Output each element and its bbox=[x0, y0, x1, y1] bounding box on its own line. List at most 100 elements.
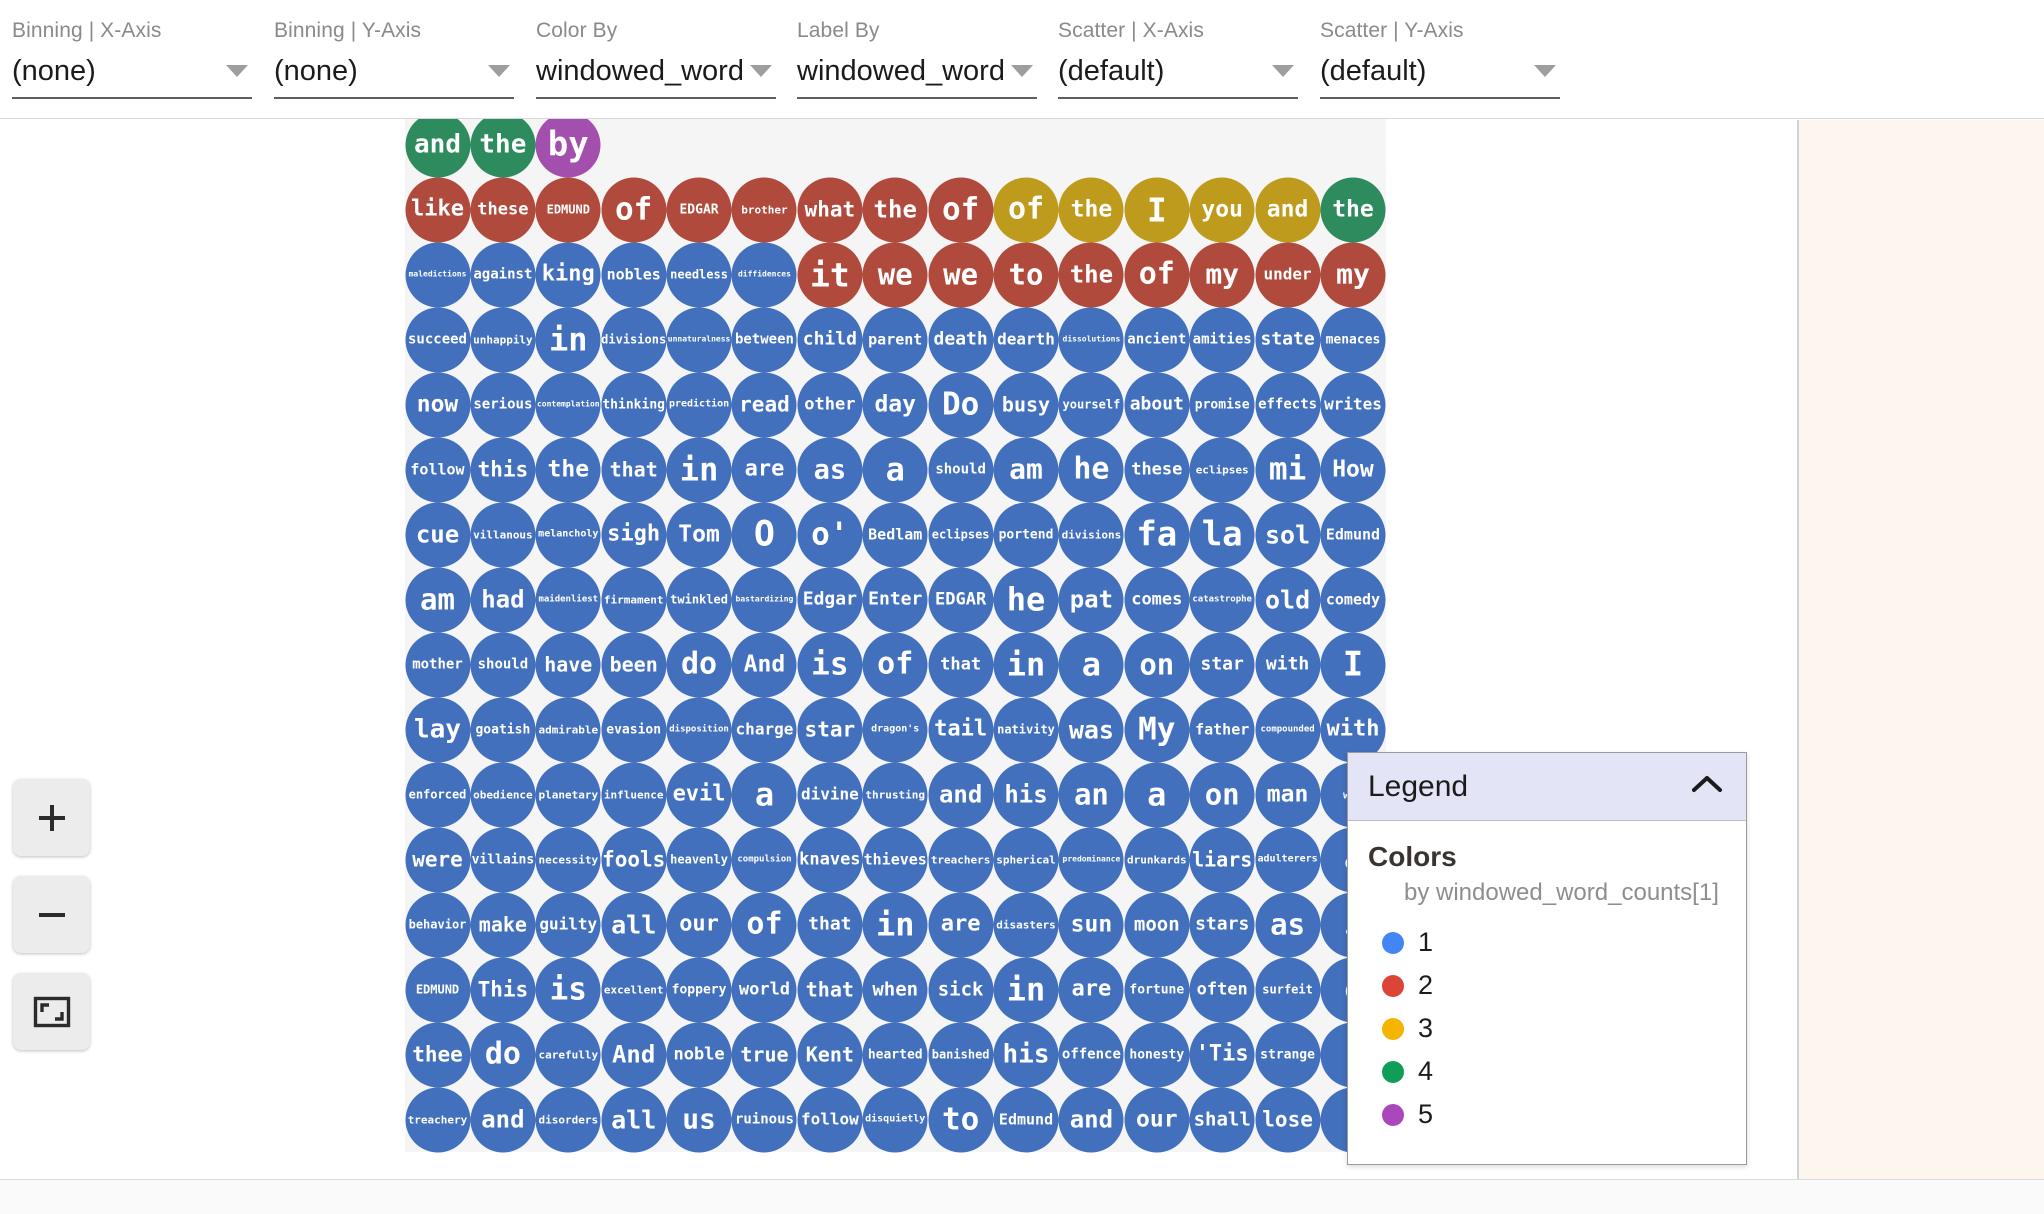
word-bubble[interactable]: enforced bbox=[405, 762, 470, 827]
word-bubble[interactable]: evasion bbox=[601, 697, 667, 762]
word-bubble[interactable]: contemplation bbox=[535, 372, 601, 437]
word-bubble[interactable]: villains bbox=[470, 827, 536, 892]
word-bubble[interactable]: fools bbox=[601, 827, 667, 892]
word-bubble[interactable]: and bbox=[405, 119, 470, 177]
binning-y-axis-control[interactable]: (none) bbox=[274, 49, 514, 99]
word-bubble[interactable]: ruinous bbox=[731, 1087, 797, 1152]
word-bubble[interactable]: busy bbox=[993, 372, 1059, 437]
word-bubble[interactable]: stars bbox=[1189, 892, 1255, 957]
word-bubble[interactable]: maidenliest bbox=[535, 567, 601, 632]
word-bubble[interactable]: old bbox=[1255, 567, 1321, 632]
word-bubble[interactable]: are bbox=[1058, 957, 1124, 1022]
word-bubble[interactable]: strange bbox=[1255, 1022, 1321, 1087]
word-bubble[interactable]: do bbox=[470, 1022, 536, 1087]
word-bubble[interactable]: in bbox=[993, 632, 1059, 697]
word-bubble[interactable]: lay bbox=[405, 697, 470, 762]
word-bubble[interactable]: writes bbox=[1320, 372, 1386, 437]
word-bubble[interactable]: you bbox=[1189, 177, 1255, 242]
word-bubble[interactable]: spherical bbox=[993, 827, 1059, 892]
word-bubble[interactable]: promise bbox=[1189, 372, 1255, 437]
word-bubble[interactable]: sun bbox=[1058, 892, 1124, 957]
word-bubble[interactable]: have bbox=[535, 632, 601, 697]
word-bubble[interactable]: hearted bbox=[862, 1022, 928, 1087]
zoom-in-button[interactable] bbox=[13, 779, 90, 856]
word-bubble[interactable]: Edmund bbox=[1320, 502, 1386, 567]
binning-x-axis-select[interactable]: Binning | X-Axis(none) bbox=[12, 18, 252, 100]
word-bubble[interactable]: star bbox=[797, 697, 863, 762]
word-bubble[interactable]: the bbox=[470, 119, 536, 177]
word-bubble[interactable]: ancient bbox=[1124, 307, 1190, 372]
word-bubble[interactable]: eclipses bbox=[1189, 437, 1255, 502]
word-bubble[interactable]: 'Tis bbox=[1189, 1022, 1255, 1087]
word-bubble[interactable]: of bbox=[731, 892, 797, 957]
word-bubble[interactable]: a bbox=[1124, 762, 1190, 827]
word-bubble[interactable]: thee bbox=[405, 1022, 470, 1087]
word-bubble[interactable]: cue bbox=[405, 502, 470, 567]
word-bubble[interactable]: And bbox=[731, 632, 797, 697]
word-bubble[interactable]: a bbox=[731, 762, 797, 827]
word-bubble[interactable]: goatish bbox=[470, 697, 536, 762]
word-bubble[interactable]: This bbox=[470, 957, 536, 1022]
word-bubble[interactable]: in bbox=[666, 437, 732, 502]
word-bubble[interactable]: thieves bbox=[862, 827, 928, 892]
word-bubble[interactable]: do bbox=[666, 632, 732, 697]
word-bubble[interactable]: all bbox=[601, 892, 667, 957]
word-bubble[interactable]: needless bbox=[666, 242, 732, 307]
word-bubble[interactable]: mother bbox=[405, 632, 470, 697]
color-by-control[interactable]: windowed_word_c bbox=[536, 49, 776, 99]
word-bubble[interactable]: mi bbox=[1255, 437, 1321, 502]
word-bubble[interactable]: is bbox=[535, 957, 601, 1022]
word-bubble[interactable]: am bbox=[993, 437, 1059, 502]
word-bubble[interactable]: divisions bbox=[601, 307, 666, 372]
word-bubble[interactable]: he bbox=[993, 567, 1059, 632]
word-bubble[interactable]: Tom bbox=[666, 502, 732, 567]
word-bubble[interactable]: treachery bbox=[405, 1087, 470, 1152]
word-bubble[interactable]: EDGAR bbox=[666, 177, 732, 242]
word-bubble[interactable]: his bbox=[993, 762, 1059, 827]
scatter-y-axis-control[interactable]: (default) bbox=[1320, 49, 1560, 99]
word-bubble[interactable]: that bbox=[797, 892, 863, 957]
binning-y-axis-select[interactable]: Binning | Y-Axis(none) bbox=[274, 18, 514, 100]
word-bubble[interactable]: surfeit bbox=[1255, 957, 1321, 1022]
word-bubble[interactable]: he bbox=[1058, 437, 1124, 502]
word-bubble[interactable]: child bbox=[797, 307, 863, 372]
chevron-down-icon[interactable] bbox=[1011, 65, 1033, 77]
word-bubble[interactable]: father bbox=[1189, 697, 1255, 762]
word-bubble[interactable]: these bbox=[470, 177, 536, 242]
word-bubble[interactable]: menaces bbox=[1320, 307, 1386, 372]
word-bubble[interactable]: of bbox=[601, 177, 667, 242]
word-bubble[interactable]: this bbox=[470, 437, 536, 502]
word-bubble[interactable]: tail bbox=[928, 697, 994, 762]
word-bubble[interactable]: to bbox=[928, 1087, 994, 1152]
word-bubble[interactable]: true bbox=[731, 1022, 797, 1087]
word-bubble[interactable]: excellent bbox=[601, 957, 667, 1022]
word-bubble[interactable]: guilty bbox=[535, 892, 601, 957]
chevron-down-icon[interactable] bbox=[226, 65, 248, 77]
word-bubble[interactable]: heavenly bbox=[666, 827, 732, 892]
word-bubble[interactable]: with bbox=[1255, 632, 1321, 697]
word-bubble[interactable]: influence bbox=[601, 762, 667, 827]
word-bubble[interactable]: and bbox=[1058, 1087, 1124, 1152]
word-bubble[interactable]: foppery bbox=[666, 957, 732, 1022]
word-bubble[interactable]: to bbox=[993, 242, 1059, 307]
word-bubble[interactable]: I bbox=[1320, 632, 1386, 697]
word-bubble[interactable]: were bbox=[405, 827, 470, 892]
chevron-down-icon[interactable] bbox=[750, 65, 772, 77]
word-bubble[interactable]: disorders bbox=[535, 1087, 601, 1152]
word-bubble[interactable]: day bbox=[862, 372, 928, 437]
word-bubble[interactable]: Bedlam bbox=[862, 502, 928, 567]
chevron-down-icon[interactable] bbox=[488, 65, 510, 77]
word-bubble[interactable]: liars bbox=[1189, 827, 1255, 892]
word-bubble[interactable]: maledictions bbox=[405, 242, 470, 307]
word-bubble[interactable]: brother bbox=[731, 177, 797, 242]
word-bubble[interactable]: disquietly bbox=[862, 1087, 928, 1152]
word-bubble[interactable]: knaves bbox=[797, 827, 863, 892]
word-bubble[interactable]: in bbox=[993, 957, 1059, 1022]
word-bubble[interactable]: his bbox=[993, 1022, 1059, 1087]
word-bubble[interactable]: behavior bbox=[405, 892, 470, 957]
word-bubble[interactable]: a bbox=[1058, 632, 1124, 697]
label-by-control[interactable]: windowed_word_c bbox=[797, 49, 1037, 99]
word-bubble[interactable]: Edgar bbox=[797, 567, 863, 632]
